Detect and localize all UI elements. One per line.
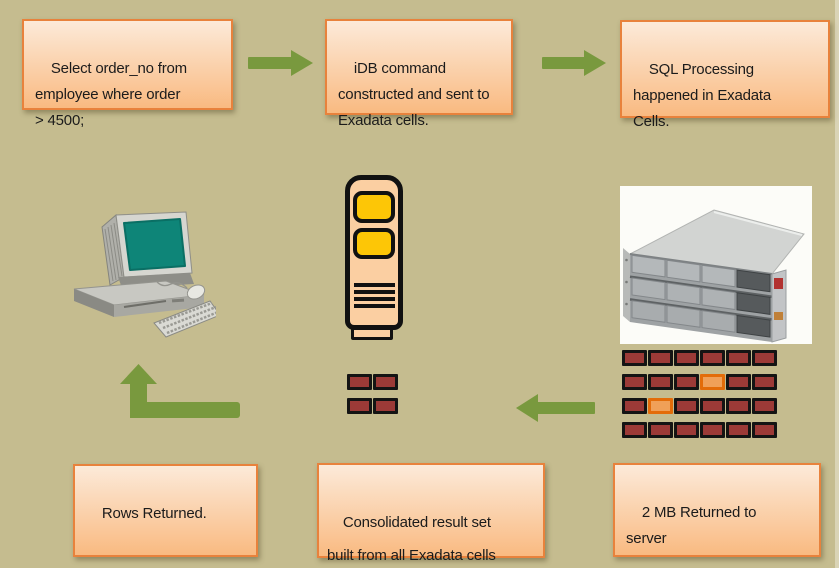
exadata-cell [700,398,725,414]
tower-vent-line [354,290,395,294]
arrow-up-elbow-icon [116,362,242,420]
exadata-cell [700,422,725,438]
exadata-cell [752,398,777,414]
exadata-cells-grid [622,350,777,438]
tower-vent-line [354,283,395,287]
exadata-cell [674,398,699,414]
tower-vent-line [354,297,395,301]
step-box-sql-processing: SQL Processing happened in Exadata Cells… [620,20,830,130]
step-box-2mb-returned-text: 2 MB Returned to server [626,504,757,547]
tower-yellow-panel [353,191,395,223]
consolidated-result-grid [347,374,398,414]
exadata-cell-highlighted [700,374,725,390]
arrow-right-icon [248,50,313,76]
exadata-cell [726,374,751,390]
exadata-cell [674,422,699,438]
step-box-rows-returned-text: Rows Returned. [101,505,207,522]
exadata-cell [622,422,647,438]
client-computer-icon [68,203,221,348]
step-box-select-query-text: Select order_no from employee where orde… [35,60,187,129]
exadata-cell [726,422,751,438]
exadata-cell [752,374,777,390]
exadata-cell [373,374,398,390]
exadata-cell [752,422,777,438]
step-box-consolidated-result: Consolidated result set built from all E… [317,463,545,564]
exadata-storage-server-image [620,186,812,344]
tower-yellow-panel [353,228,395,259]
exadata-cell-highlighted [648,398,673,414]
exadata-cell [373,398,398,414]
exadata-cell [622,350,647,366]
arrow-left-icon [516,394,596,422]
exadata-cell [622,398,647,414]
exadata-cell [648,374,673,390]
exadata-cell [648,350,673,366]
step-box-consolidated-result-text: Consolidated result set built from all E… [327,514,496,564]
step-box-rows-returned: Rows Returned. [73,464,258,557]
exadata-cell [752,350,777,366]
step-box-sql-processing-text: SQL Processing happened in Exadata Cells… [633,61,771,130]
exadata-cell [700,350,725,366]
exadata-cell [347,374,372,390]
database-server-tower-icon [345,175,403,330]
exadata-cell [648,422,673,438]
step-box-idb-command: iDB command constructed and sent to Exad… [325,19,513,129]
exadata-cell [347,398,372,414]
exadata-cell [674,350,699,366]
exadata-cell [726,350,751,366]
slide-edge-strip [835,0,839,568]
exadata-cell [726,398,751,414]
exadata-cell [622,374,647,390]
step-box-idb-command-text: iDB command constructed and sent to Exad… [338,60,490,129]
arrow-right-icon [542,50,606,76]
exadata-cell [674,374,699,390]
tower-vent-line [354,304,395,308]
step-box-select-query: Select order_no from employee where orde… [22,19,233,129]
step-box-2mb-returned: 2 MB Returned to server [613,463,821,557]
